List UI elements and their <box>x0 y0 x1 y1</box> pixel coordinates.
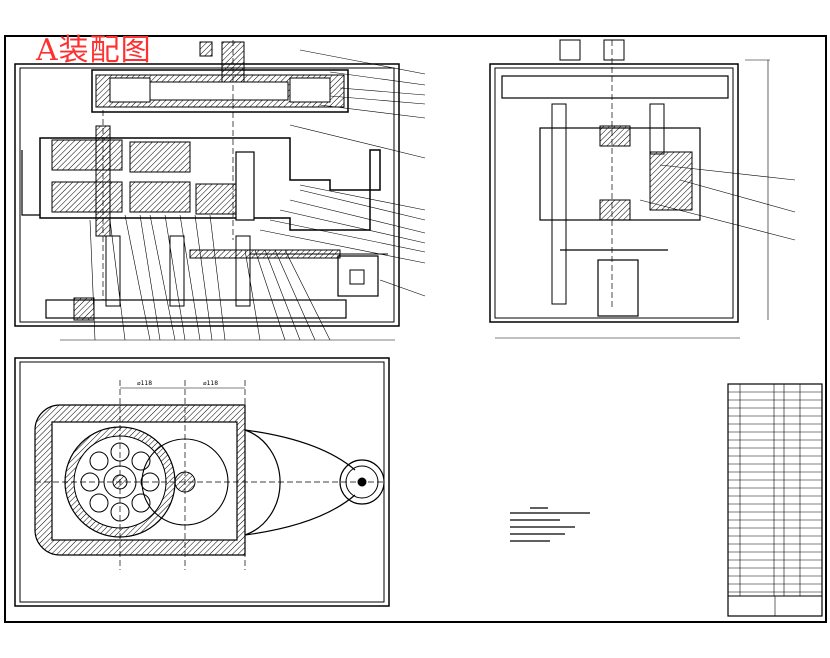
front-view-frame <box>14 63 400 327</box>
parts-list <box>727 383 823 617</box>
dimension-label-1: ⌀118 <box>137 380 152 387</box>
watermark-title: A装配图 <box>36 33 152 68</box>
dimension-label-2: ⌀118 <box>203 380 218 387</box>
sheet-frame <box>4 35 827 623</box>
front-view <box>14 40 426 341</box>
side-view-frame <box>489 63 739 323</box>
side-view <box>489 39 796 339</box>
plan-view-frame <box>14 357 390 607</box>
leader-lines <box>89 49 426 341</box>
plan-view: ⌀118 ⌀118 <box>14 357 390 607</box>
technical-notes <box>510 507 590 542</box>
